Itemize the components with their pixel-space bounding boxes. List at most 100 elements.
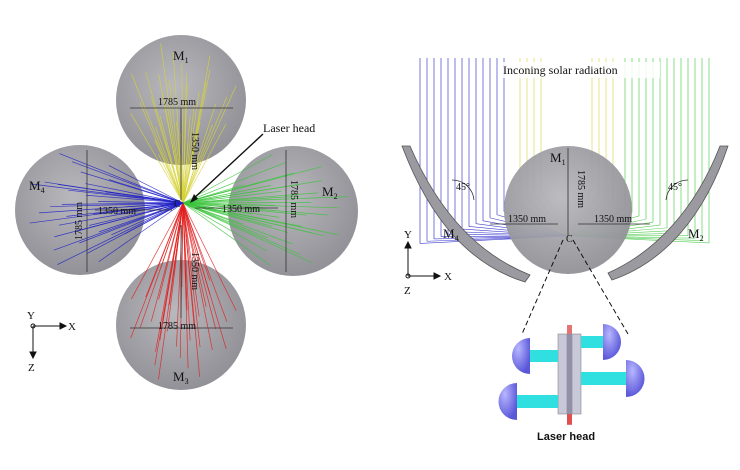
ray-yellow [158, 74, 184, 204]
ray-yellow [182, 104, 195, 204]
ray-green [182, 202, 293, 245]
ray-green [182, 202, 303, 227]
ray-red [182, 202, 237, 311]
concentrator-sphere-bottom-left [498, 383, 517, 420]
ray-green [182, 162, 286, 204]
callout-line-right [572, 239, 629, 335]
ray-green [182, 202, 271, 266]
ray-blue [111, 202, 184, 236]
right-view: 1785 mm 1350 mm 1350 mm 45° 45° M1 M4 M2… [401, 58, 729, 443]
dim-top-diameter: 1785 mm [158, 97, 196, 108]
ray-blue [108, 179, 184, 204]
ray-blue [54, 202, 184, 238]
dim-left-diameter: 1785 mm [74, 202, 85, 240]
ray-blue [57, 202, 184, 265]
ray-blue [71, 161, 184, 204]
laser-rod-bottom [567, 414, 572, 424]
ray-red [162, 202, 184, 320]
ray-yellow [182, 143, 189, 204]
dim-right-radius: 1350 mm [222, 204, 260, 215]
ray-blue [29, 202, 184, 224]
ray-red [160, 202, 184, 269]
laser-head-label-left: Laser head [263, 121, 315, 135]
mirror-m2-label: M2 [322, 184, 338, 201]
ray-yellow [130, 112, 184, 204]
pump-rod-top-right [581, 336, 603, 348]
ray-green [182, 202, 272, 227]
dim-right-left-radius: 1350 mm [508, 214, 546, 225]
ray-yellow [182, 103, 217, 204]
laser-core [567, 334, 572, 414]
ray-green [182, 202, 267, 252]
axes-right [404, 240, 442, 280]
mirror-m1-label-right: M1 [550, 150, 566, 167]
dim-bottom-diameter: 1785 mm [158, 321, 196, 332]
dim-right-diameter: 1785 mm [288, 180, 299, 218]
ray-yellow [155, 126, 184, 204]
ray-blue [58, 202, 184, 226]
dimension-lines-right [451, 148, 689, 236]
ray-green [182, 202, 328, 216]
pump-rod-bottom-left [517, 395, 558, 408]
ray-green [182, 202, 243, 225]
ray-red [182, 202, 201, 377]
ray-red [182, 202, 228, 322]
ray-red [182, 202, 207, 307]
ray-blue [86, 194, 184, 204]
pump-rod-top-left [530, 350, 558, 362]
mirror-m2-label-right: M2 [688, 226, 704, 243]
ray-blue [59, 153, 184, 204]
ray-blue [114, 202, 184, 215]
ray-red [182, 202, 211, 295]
ray-green [182, 190, 282, 204]
ray-green [182, 202, 253, 215]
dim-right-vertical: 1785 mm [575, 170, 586, 208]
focal-center-label-right: C [566, 234, 573, 245]
dim-bottom-radius: 1350 mm [189, 252, 200, 290]
ray-yellow [182, 91, 200, 204]
ray-bundles-left [29, 43, 349, 380]
axes-left [29, 322, 68, 360]
ray-red [158, 202, 184, 300]
dim-left-radius: 1350 mm [98, 206, 136, 217]
concentrator-sphere-bottom-right [626, 360, 645, 397]
laser-plate-left [557, 333, 568, 415]
ray-yellow [182, 81, 207, 204]
ray-red [176, 202, 184, 347]
mirror-m2-curved [607, 145, 729, 281]
ray-green [182, 202, 312, 204]
ray-yellow [182, 85, 237, 204]
ray-green [182, 202, 339, 209]
axis-z-right: Z [404, 285, 411, 297]
ray-red [145, 202, 184, 298]
ray-red [182, 202, 188, 311]
ray-yellow [158, 154, 184, 204]
mirror-m3-label: M3 [173, 369, 189, 386]
laser-head-pointer-arrow [190, 194, 198, 203]
angle-right-label: 45° [668, 182, 682, 193]
ray-green [182, 185, 271, 204]
ray-green [182, 202, 312, 264]
ray-blue [135, 195, 184, 204]
ray-red [182, 202, 213, 350]
laser-head-detail [498, 324, 645, 425]
mirror-m4-label-right: M4 [443, 226, 459, 243]
axis-z-left: Z [28, 362, 35, 374]
axis-y-left: Y [27, 310, 35, 322]
ray-yellow [181, 62, 184, 204]
ray-red [182, 202, 200, 317]
ray-green [182, 202, 268, 239]
ray-yellow [145, 71, 184, 204]
ray-red [182, 202, 217, 330]
ray-yellow [160, 43, 184, 204]
ray-green [182, 166, 323, 204]
dim-top-radius: 1350 mm [189, 132, 200, 170]
ray-green [182, 202, 301, 255]
laser-plate-right [571, 333, 582, 415]
ray-yellow [182, 85, 188, 204]
mirror-m1-disc [116, 35, 246, 165]
pump-rod-bottom-right [581, 372, 626, 385]
mirror-m2-disc [228, 146, 358, 276]
left-view: 1785 mm 1350 mm 1350 mm 1785 mm 1350 mm … [15, 35, 358, 390]
